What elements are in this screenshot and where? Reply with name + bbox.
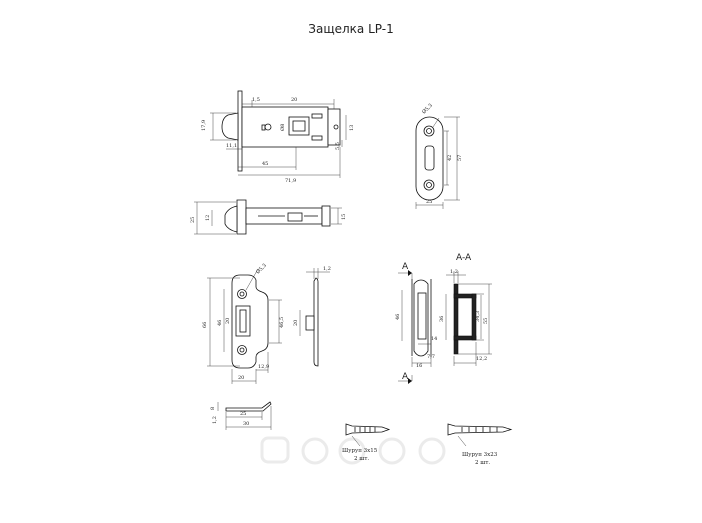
drawing-title: Защелка LP-1 (308, 22, 394, 36)
bent-strip-dimensions: 8 1,2 25 30 (210, 402, 272, 430)
dim-15: 15 (341, 214, 347, 220)
dim-5-5: 5,5 (335, 142, 341, 150)
dim-1-2-profile: 1,2 (323, 266, 331, 272)
strike-profile (305, 277, 319, 367)
latch-top-dimensions: 1,5 20 17,9 11,1 Ø8 13 5,5 45 71,9 (201, 97, 355, 184)
screw2-qty: 2 шт. (475, 460, 490, 466)
dim-25-bent: 25 (240, 411, 246, 417)
dim-71-9: 71,9 (285, 178, 296, 184)
latch-top-view (221, 90, 341, 172)
screw-3x15: Шуруп 3х15 2 шт. (342, 423, 391, 462)
dim-30: 30 (243, 421, 249, 427)
section-a-a: A-A (453, 253, 477, 355)
latch-side-dimensions: 25 12 15 (190, 201, 347, 235)
section-label: A-A (456, 253, 472, 263)
dim-11-1: 11,1 (226, 143, 237, 149)
dim-55: 55 (483, 318, 489, 324)
dim-8: 8 (210, 407, 216, 410)
dim-12-2: 12,2 (476, 356, 487, 362)
latch-side-view (224, 199, 331, 235)
screw-3x23: Шуруп 3х23 2 шт. (447, 423, 513, 466)
dim-1-2-section: 1,2 (450, 269, 458, 275)
dim-34-3: 34,3 (475, 311, 481, 322)
bent-strip (225, 401, 272, 412)
dim-7-7: 7,7 (427, 354, 435, 360)
screw1-name: Шуруп 3х15 (342, 448, 378, 454)
section-marks: A A (398, 262, 413, 384)
dim-13: 13 (349, 125, 355, 131)
dim-phi8: Ø8 (279, 124, 286, 131)
section-mark-top: A (402, 262, 409, 272)
dim-phi5-3-plate: Ø5,3 (420, 102, 433, 115)
strike-profile-dimensions: 1,2 20 (293, 266, 331, 336)
strike-plate (231, 274, 269, 369)
dim-45: 45 (262, 161, 268, 167)
dim-42: 42 (447, 155, 453, 161)
dim-66: 66 (202, 322, 208, 328)
dim-1-2-bent: 1,2 (212, 416, 218, 424)
dim-17-9: 17,9 (201, 120, 207, 131)
dim-20-strike-v: 20 (225, 318, 231, 324)
section-dimensions: 1,2 36 34,3 55 12,2 (439, 269, 492, 366)
dim-phi5-3-strike: Ø5,3 (254, 262, 267, 275)
face-plate (415, 116, 444, 201)
dim-25-side: 25 (190, 217, 196, 223)
dim-1-5: 1,5 (252, 97, 260, 103)
screw2-name: Шуруп 3х23 (462, 452, 498, 458)
dim-25-plate: 25 (426, 199, 432, 205)
dim-46-box: 46 (395, 314, 401, 320)
strike-box-dimensions: 46 14 16 7,7 (395, 290, 437, 369)
dim-57: 57 (457, 155, 463, 161)
dim-16: 16 (416, 363, 422, 369)
section-mark-bottom: A (402, 372, 409, 382)
dim-36: 36 (439, 316, 445, 322)
dim-20: 20 (291, 97, 297, 103)
dim-46-5: 46,5 (279, 317, 285, 328)
dim-12-9: 12,9 (258, 364, 269, 370)
dim-46-strike: 46 (217, 320, 223, 326)
screw1-qty: 2 шт. (354, 456, 369, 462)
watermark (260, 436, 446, 465)
dim-20-profile: 20 (293, 320, 299, 326)
dim-20-strike: 20 (238, 375, 244, 381)
dim-12: 12 (205, 215, 211, 221)
dim-14: 14 (431, 336, 437, 342)
strike-box-side (411, 279, 432, 357)
